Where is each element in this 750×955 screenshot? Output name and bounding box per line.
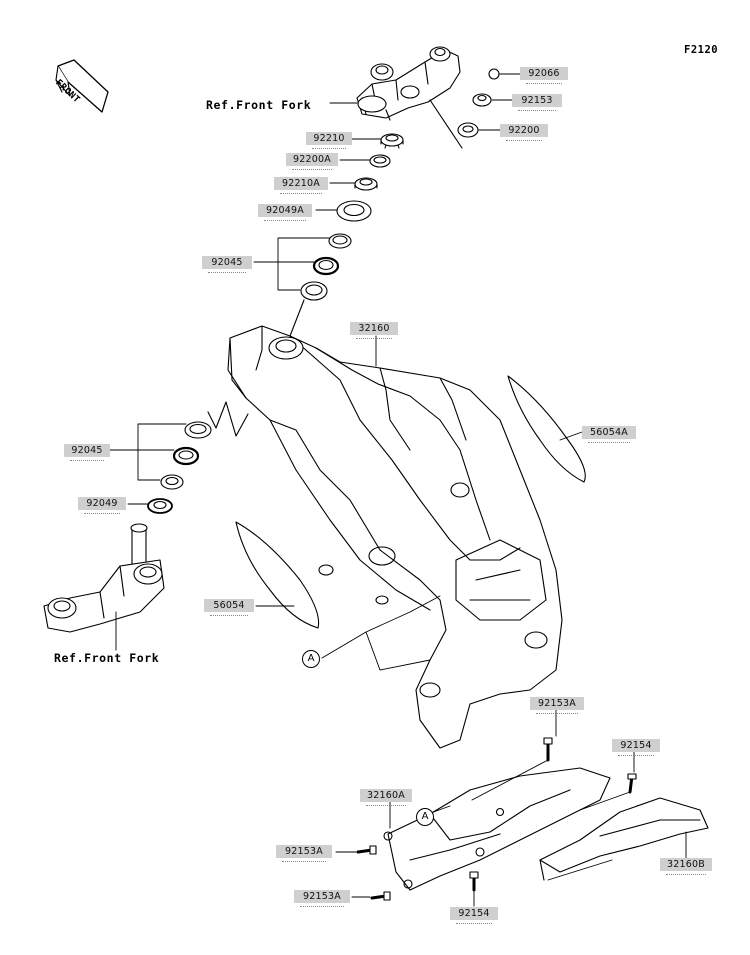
- subframe-32160B: [539, 797, 709, 881]
- washer-92153: [472, 93, 492, 107]
- part-label-32160: 32160: [350, 322, 398, 339]
- part-label-92045-top: 92045: [202, 256, 252, 273]
- part-label-92049A: 92049A: [258, 204, 312, 221]
- cover-56054: [235, 521, 320, 629]
- part-label-56054: 56054: [204, 599, 254, 616]
- seal-92049A: [336, 200, 372, 222]
- part-label-92200: 92200: [500, 124, 548, 141]
- part-label-32160A: 32160A: [360, 789, 412, 806]
- seal-92049: [147, 498, 173, 514]
- bolt-92153A-left: [356, 845, 377, 855]
- leader-lines: [109, 73, 687, 907]
- part-label-92154-top: 92154: [612, 739, 660, 756]
- washer-92200: [457, 122, 479, 138]
- part-label-92049: 92049: [78, 497, 126, 514]
- callout-a-subframe: A: [416, 808, 434, 826]
- figure-code: F2120: [684, 44, 719, 56]
- front-arrow-icon: [55, 59, 109, 113]
- part-label-32160B: 32160B: [660, 858, 712, 875]
- ref-front-fork-bottom: Ref.Front Fork: [54, 651, 160, 665]
- bolt-92154-top: [627, 773, 637, 794]
- part-label-92210A: 92210A: [274, 177, 328, 194]
- part-label-92066: 92066: [520, 67, 568, 84]
- part-label-92153: 92153: [512, 94, 562, 111]
- bolt-92154-low: [469, 871, 479, 892]
- nut-92066: [488, 68, 500, 80]
- bolt-92153A-low: [370, 891, 391, 901]
- subframe-32160A: [383, 767, 611, 891]
- washer-92200A: [369, 154, 391, 168]
- callout-a-main: A: [302, 650, 320, 668]
- bearing-92045-top: [300, 233, 352, 301]
- part-label-92154-low: 92154: [450, 907, 498, 924]
- part-label-92045-mid: 92045: [64, 444, 110, 461]
- upper-triple-clamp: [356, 46, 461, 121]
- cover-56054A: [507, 375, 586, 483]
- part-label-56054A: 56054A: [582, 426, 636, 443]
- break-line: [207, 401, 249, 437]
- steering-stem: [43, 523, 165, 633]
- part-label-92210: 92210: [306, 132, 352, 149]
- locknut-92210: [380, 133, 404, 149]
- part-label-92153A-low: 92153A: [294, 890, 350, 907]
- bearing-92045-mid: [160, 421, 212, 490]
- part-label-92200A: 92200A: [286, 153, 338, 170]
- part-label-92153A-top: 92153A: [530, 697, 584, 714]
- main-frame-32160: [227, 325, 563, 749]
- ref-front-fork-top: Ref.Front Fork: [206, 98, 312, 112]
- part-label-92153A-left: 92153A: [276, 845, 332, 862]
- bolt-92153A-top: [543, 737, 553, 762]
- locknut-92210A: [354, 177, 378, 191]
